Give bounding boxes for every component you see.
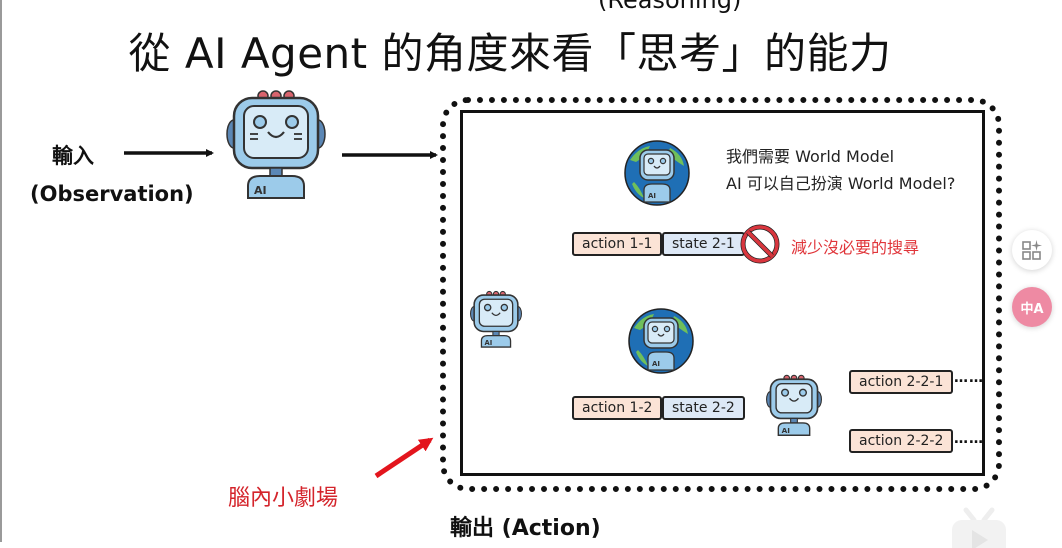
- observation-label: (Observation): [30, 182, 194, 206]
- output-label: 輸出 (Action): [450, 516, 601, 541]
- ellipsis-2-2-1: ……: [954, 370, 984, 386]
- prohibited-icon: [740, 224, 780, 264]
- apps-add-button[interactable]: [1012, 230, 1052, 270]
- simulation-panel: [460, 110, 985, 476]
- translate-icon: 中A: [1020, 301, 1044, 317]
- svg-text:AI: AI: [485, 339, 493, 347]
- translate-button[interactable]: 中A: [1012, 287, 1052, 327]
- prune-search-note: 減少沒必要的搜尋: [791, 238, 920, 257]
- world-model-robot-icon: AI: [628, 308, 694, 374]
- world-model-robot-icon: AI: [624, 140, 690, 206]
- robot-ai-icon: AI: [226, 90, 326, 199]
- svg-text:AI: AI: [254, 184, 267, 197]
- svg-text:AI: AI: [782, 426, 791, 435]
- node-state-2-2: state 2-2: [662, 396, 745, 420]
- node-state-2-1: state 2-1: [662, 232, 745, 256]
- tv-icon[interactable]: [944, 507, 1014, 548]
- apps-add-icon: [1022, 240, 1042, 260]
- reasoning-caption: (Reasoning): [598, 0, 742, 14]
- input-label: 輸入: [52, 144, 94, 168]
- ellipsis-2-2-2: ……: [954, 431, 984, 447]
- slide-title: 從 AI Agent 的角度來看「思考」的能力: [128, 29, 892, 78]
- node-action-2-2-1: action 2-2-1: [849, 370, 954, 394]
- theater-pointer-arrow: [374, 437, 434, 479]
- world-model-line-2: AI 可以自己扮演 World Model?: [726, 174, 956, 193]
- node-action-2-2-2: action 2-2-2: [849, 429, 954, 453]
- robot-ai-icon: AI: [470, 290, 522, 348]
- brain-theater-frame: [440, 97, 1002, 492]
- node-action-1-2: action 1-2: [572, 396, 663, 420]
- svg-text:AI: AI: [648, 192, 656, 200]
- brain-theater-label: 腦內小劇場: [228, 486, 339, 511]
- svg-text:AI: AI: [652, 360, 660, 368]
- robot-ai-icon: AI: [766, 374, 822, 436]
- world-model-line-1: 我們需要 World Model: [726, 147, 895, 166]
- window-edge: [0, 0, 2, 542]
- node-action-1-1: action 1-1: [572, 232, 663, 256]
